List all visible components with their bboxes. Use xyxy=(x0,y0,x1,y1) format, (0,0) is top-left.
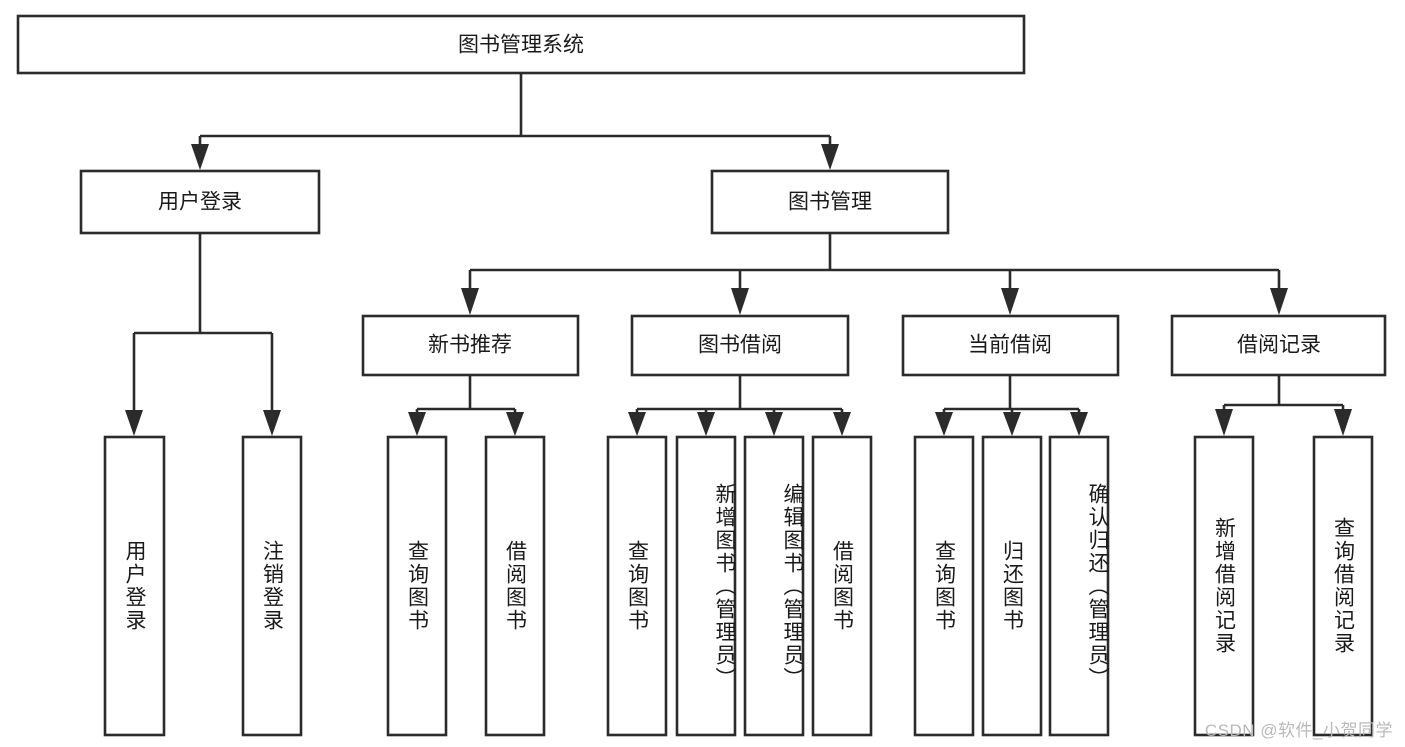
node-user-login[interactable]: 用户登录 xyxy=(79,169,321,235)
arrow-head-book-management xyxy=(821,144,839,170)
node-root-label: 图书管理系统 xyxy=(458,34,584,57)
leaf-box-edit-book-admin[interactable] xyxy=(743,435,805,737)
leaf-box-borrow-book-recommend[interactable] xyxy=(484,435,546,737)
leaf-box-borrow-book[interactable] xyxy=(811,435,873,737)
leaf-box-layer xyxy=(103,435,1374,737)
node-user-login-box[interactable] xyxy=(79,169,321,235)
node-user-login-label: 用户登录 xyxy=(158,191,242,214)
csdn-watermark: CSDN @软件_小贺同学 xyxy=(1204,721,1393,740)
node-book-management-label: 图书管理 xyxy=(788,191,872,214)
arrow-head-borrow-record xyxy=(1270,288,1288,315)
leaf-box-query-borrow-record[interactable] xyxy=(1312,435,1374,737)
arrow-head-leaf-borrow-book xyxy=(833,412,851,436)
node-new-book-recommend-label: 新书推荐 xyxy=(428,334,512,357)
node-current-borrow[interactable]: 当前借阅 xyxy=(901,314,1120,377)
node-book-borrow-box[interactable] xyxy=(630,314,850,377)
leaf-box-query-book-borrow[interactable] xyxy=(606,435,668,737)
node-new-book-recommend-box[interactable] xyxy=(361,314,580,377)
leaf-box-return-book[interactable] xyxy=(981,435,1043,737)
arrow-head-leaf-logout-login xyxy=(263,410,281,436)
arrow-head-leaf-confirm-return-admin xyxy=(1070,412,1088,436)
node-book-management[interactable]: 图书管理 xyxy=(710,169,950,235)
arrow-head-book-borrow xyxy=(731,288,749,315)
arrow-head-leaf-return-book xyxy=(1003,412,1021,436)
node-borrow-record-label: 借阅记录 xyxy=(1237,334,1321,357)
arrow-head-current-borrow xyxy=(1001,288,1019,315)
leaf-box-add-book-admin[interactable] xyxy=(675,435,737,737)
node-root[interactable]: 图书管理系统 xyxy=(16,14,1026,75)
node-book-borrow-label: 图书借阅 xyxy=(698,334,782,357)
leaf-box-logout-login[interactable] xyxy=(241,435,303,737)
leaf-box-add-borrow-record[interactable] xyxy=(1193,435,1255,737)
node-current-borrow-box[interactable] xyxy=(901,314,1120,377)
leaf-box-user-login[interactable] xyxy=(103,435,166,737)
node-current-borrow-label: 当前借阅 xyxy=(968,334,1052,357)
node-root-box[interactable] xyxy=(16,14,1026,75)
arrow-head-leaf-edit-book-admin xyxy=(765,412,783,436)
leaf-box-query-book-recommend[interactable] xyxy=(386,435,448,737)
arrow-head-leaf-query-book-recommend xyxy=(408,412,426,436)
arrow-head-new-book-recommend xyxy=(461,288,479,315)
arrow-head-leaf-add-borrow-record xyxy=(1215,409,1233,436)
arrow-head-leaf-query-book-borrow xyxy=(628,412,646,436)
leaf-box-query-book-current[interactable] xyxy=(913,435,975,737)
node-book-management-box[interactable] xyxy=(710,169,950,235)
arrow-head-leaf-user-login xyxy=(125,410,143,436)
leaf-box-confirm-return-admin[interactable] xyxy=(1048,435,1110,737)
arrow-head-leaf-add-book-admin xyxy=(697,412,715,436)
node-book-borrow[interactable]: 图书借阅 xyxy=(630,314,850,377)
node-borrow-record-box[interactable] xyxy=(1170,314,1387,377)
connector-layer xyxy=(125,73,1352,436)
arrow-head-leaf-borrow-book-recommend xyxy=(506,412,524,436)
arrow-head-leaf-query-borrow-record xyxy=(1334,409,1352,436)
node-borrow-record[interactable]: 借阅记录 xyxy=(1170,314,1387,377)
arrow-head-leaf-query-book-current xyxy=(935,412,953,436)
arrow-head-user-login xyxy=(191,144,209,170)
node-new-book-recommend[interactable]: 新书推荐 xyxy=(361,314,580,377)
